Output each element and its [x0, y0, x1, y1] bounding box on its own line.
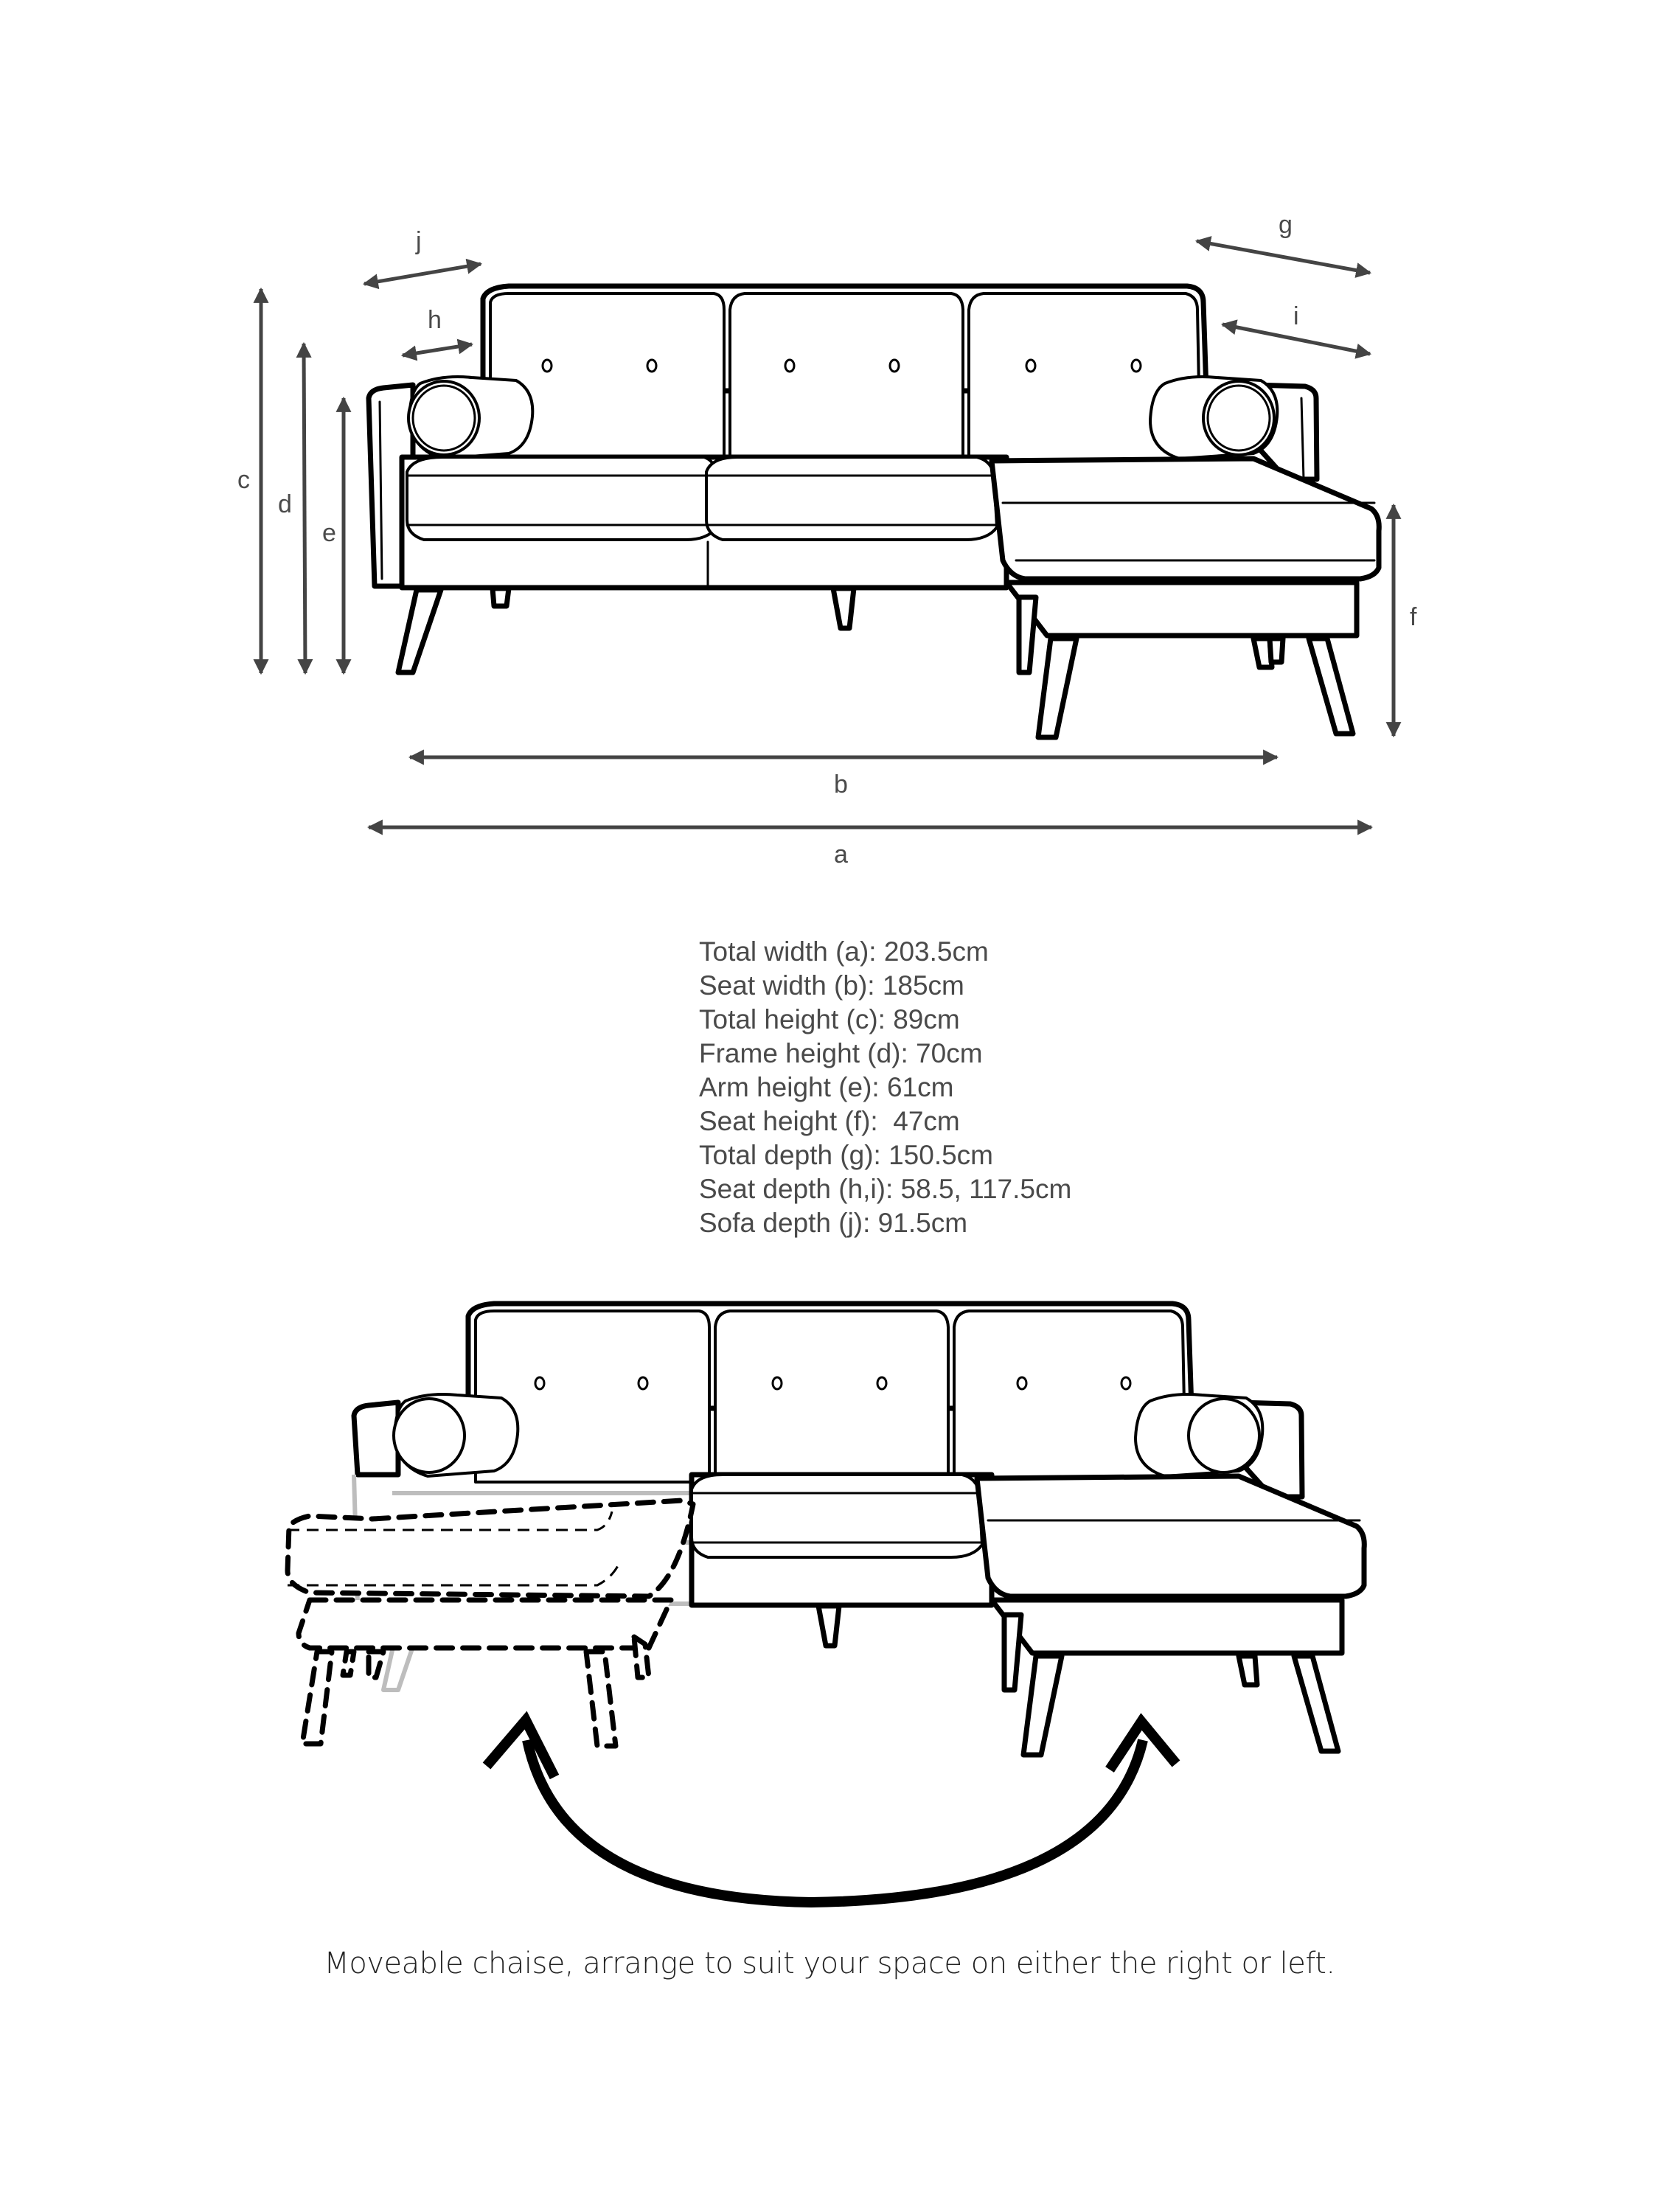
legs-top: [395, 585, 1356, 740]
specifications-list: Total width (a): 203.5cm Seat width (b):…: [699, 935, 1071, 1240]
dimension-labels: c d e j h g i f b a: [237, 211, 1417, 869]
dimension-arrow-d: [296, 341, 313, 675]
label-d: d: [278, 490, 292, 518]
dashed-chaise-outline: [285, 1498, 696, 1749]
spec-seat-depth: Seat depth (h,i): 58.5, 117.5cm: [699, 1174, 1072, 1204]
label-e: e: [322, 519, 336, 547]
label-g: g: [1279, 211, 1293, 239]
spec-total-width: Total width (a): 203.5cm: [699, 936, 989, 967]
swap-arrow-icon: [482, 1711, 1180, 1908]
dimension-arrow-j: [362, 258, 483, 290]
spec-seat-width: Seat width (b): 185cm: [699, 970, 964, 1001]
top-sofa-drawing: [366, 283, 1382, 740]
label-h: h: [428, 306, 442, 334]
label-b: b: [834, 771, 848, 799]
spec-seat-height: Seat height (f): 47cm: [699, 1106, 960, 1136]
dimension-arrows: [253, 236, 1402, 835]
spec-frame-height: Frame height (d): 70cm: [699, 1038, 983, 1068]
tufting-buttons: [541, 358, 1142, 373]
chaise-caption: Moveable chaise, arrange to suit your sp…: [324, 1947, 1335, 1980]
dimension-arrow-h: [400, 338, 474, 361]
label-f: f: [1410, 603, 1417, 631]
bolster-pillow-right: [1149, 375, 1279, 460]
spec-sofa-depth: Sofa depth (j): 91.5cm: [699, 1208, 968, 1238]
label-i: i: [1293, 302, 1299, 330]
spec-total-depth: Total depth (g): 150.5cm: [699, 1140, 993, 1170]
spec-arm-height: Arm height (e): 61cm: [699, 1072, 954, 1102]
label-j: j: [415, 227, 422, 255]
label-c: c: [237, 466, 250, 494]
bottom-sofa-drawing: [285, 1301, 1367, 1758]
label-a: a: [834, 841, 848, 869]
dimension-arrow-i: [1220, 319, 1372, 359]
spec-total-height: Total height (c): 89cm: [699, 1004, 960, 1034]
dimension-arrow-g: [1194, 236, 1372, 278]
bolster-pillow-left: [407, 375, 535, 460]
